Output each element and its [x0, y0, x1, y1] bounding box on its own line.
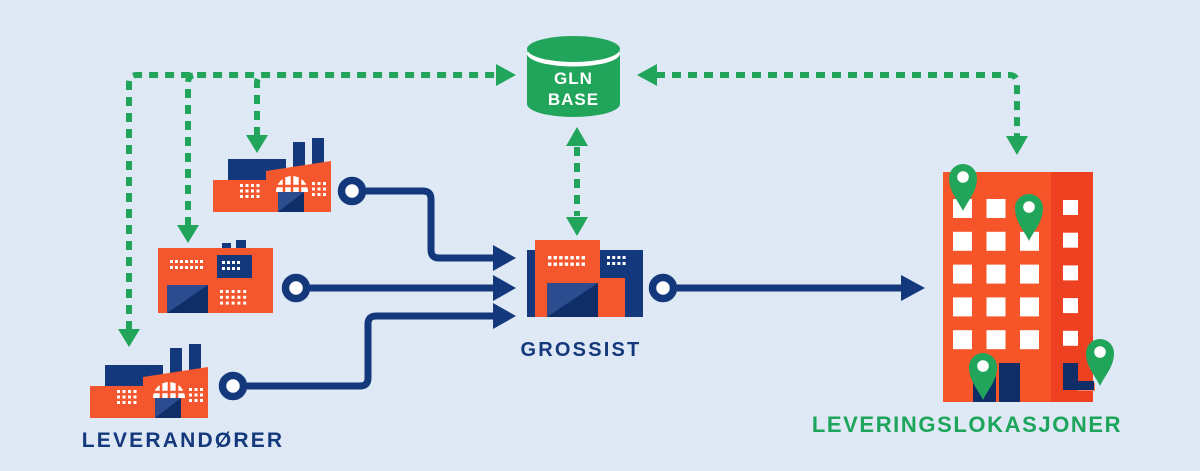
supplier-factory-2 factory-icon: [158, 240, 273, 313]
arrowhead-building: [901, 275, 925, 301]
arrowhead-into-supplier1: [118, 329, 140, 347]
arrowhead-grossist-bottom: [493, 303, 516, 329]
delivery-locations-node apartment-building-icon: [943, 164, 1114, 402]
ring-connectors: [218, 176, 678, 401]
ring-connector-grossist: [648, 273, 678, 303]
dashed-line-supplier2-branch: [185, 72, 197, 226]
line-supplier3-to-grossist: [366, 187, 495, 262]
supplier-factory-1 factory-icon: [88, 342, 210, 420]
dashed-line-supplier1-to-gln: [126, 72, 496, 330]
navy-solid-connections: [247, 187, 903, 390]
green-dashed-connections: [126, 72, 1020, 330]
database-cylinder-icon: [527, 36, 620, 117]
gln-base-node: GLN BASE: [527, 36, 620, 117]
wholesaler-label: GROSSIST: [521, 339, 642, 361]
ring-connector-supplier3: [337, 176, 367, 206]
gln-base-label-line2: BASE: [548, 90, 599, 109]
grossist-node warehouse-icon: [527, 240, 643, 317]
green-arrowheads: [118, 64, 1028, 347]
arrowhead-into-gln-right: [637, 64, 657, 86]
arrowhead-into-building: [1006, 136, 1028, 155]
supplier-factory-3 factory-icon: [213, 138, 331, 212]
delivery-locations-label: LEVERINGSLOKASJONER: [812, 412, 1122, 437]
dashed-line-gln-deliverylocations: [656, 72, 1020, 137]
ring-connector-supplier2: [281, 273, 311, 303]
ring-connector-supplier1: [218, 371, 248, 401]
arrowhead-into-gln-left: [496, 64, 516, 86]
navy-arrowheads: [493, 245, 925, 329]
arrowhead-down-into-grossist: [566, 217, 588, 236]
dashed-line-supplier3-branch: [254, 72, 266, 136]
line-supplier1-to-grossist: [247, 312, 495, 390]
suppliers-label: LEVERANDØRER: [82, 429, 285, 452]
arrowhead-grossist-top: [493, 245, 516, 271]
arrowhead-into-supplier3: [246, 135, 268, 153]
gln-base-label-line1: GLN: [554, 69, 593, 88]
arrowhead-grossist-mid: [493, 275, 516, 301]
arrowhead-into-supplier2: [177, 225, 199, 243]
arrowhead-up-into-gln: [566, 127, 588, 146]
